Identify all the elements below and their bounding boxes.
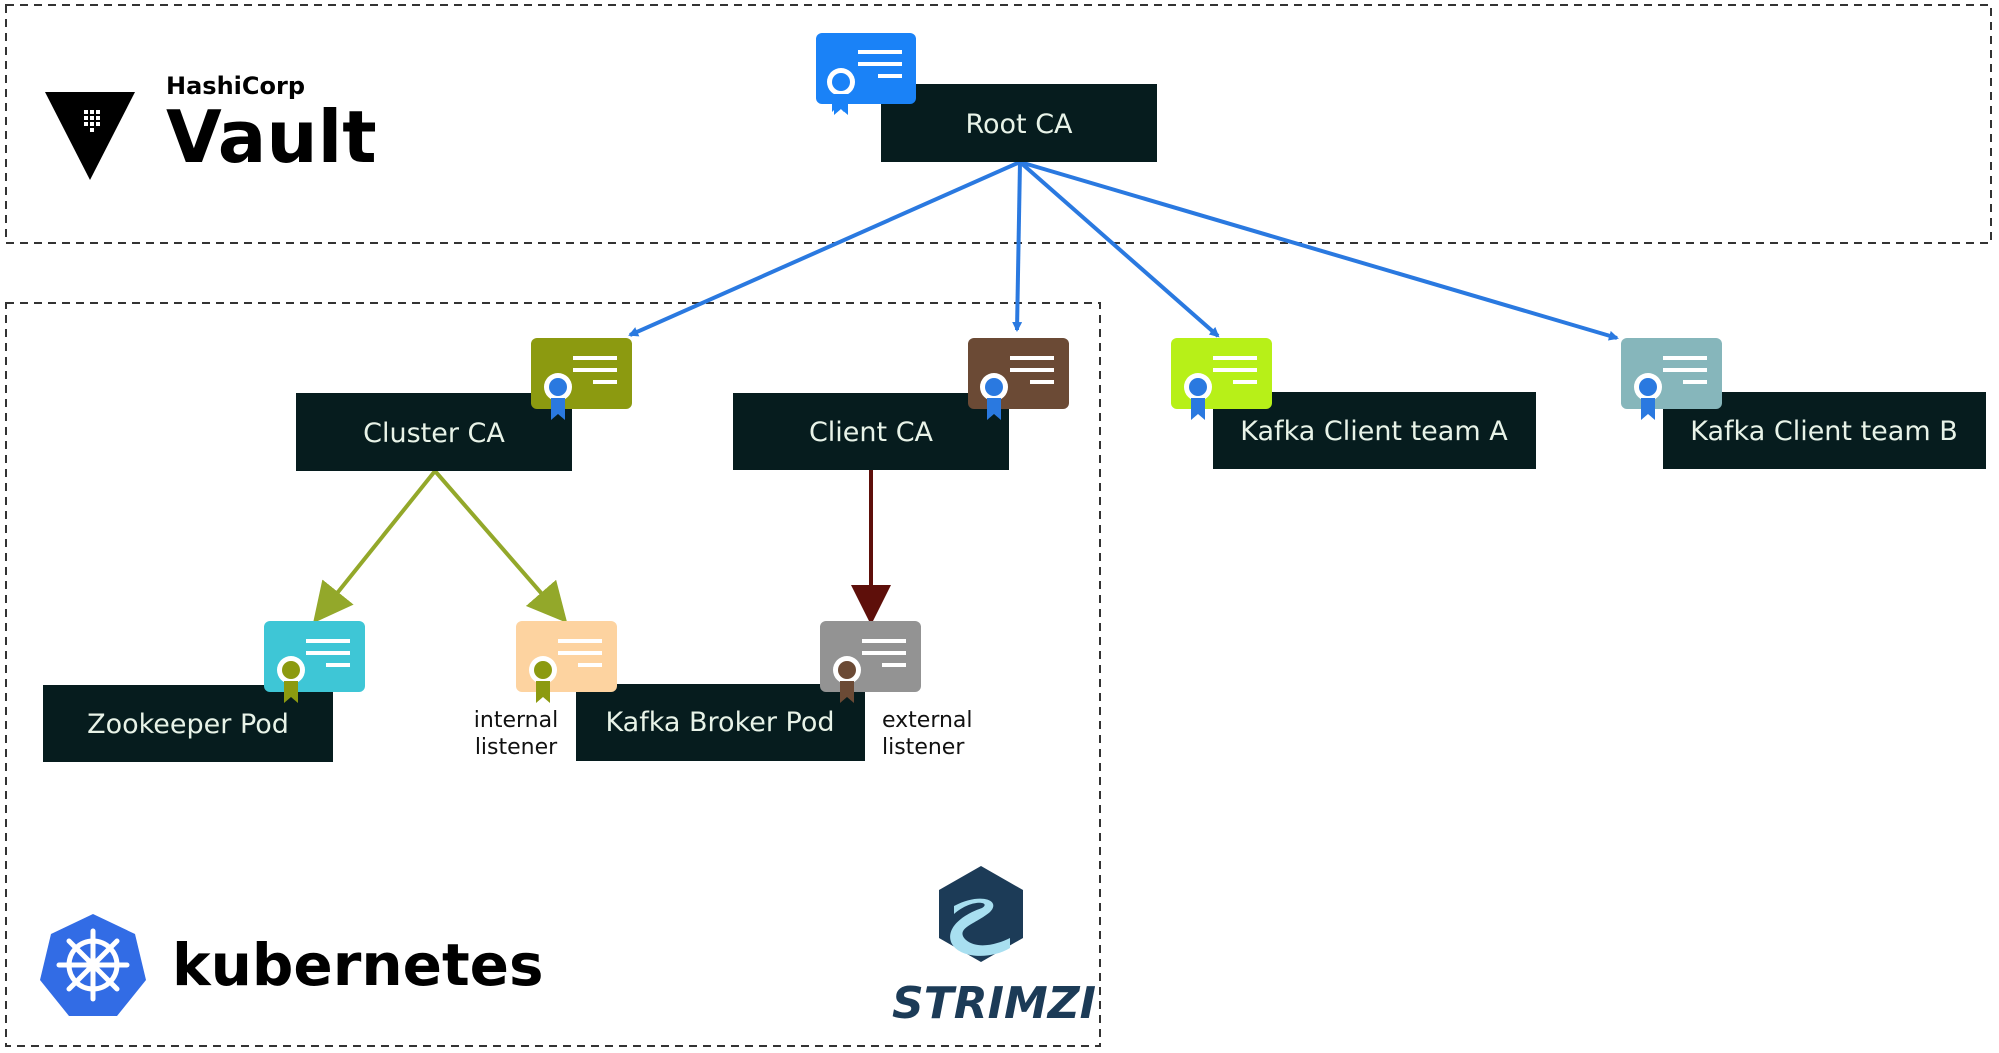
external-listener-line-2: listener	[882, 735, 965, 760]
kubernetes-boundary	[5, 302, 1101, 1047]
node-cluster-ca: Cluster CA	[296, 393, 572, 471]
node-label: Kafka Broker Pod	[605, 707, 834, 738]
internal-listener-label: internal listener	[474, 708, 558, 760]
external-listener-line-1: external	[882, 708, 973, 733]
strimzi-logo: STRIMZI	[892, 866, 1096, 1029]
internal-listener-certificate-icon	[516, 621, 617, 703]
kubernetes-brand: kubernetes	[172, 931, 544, 999]
arrow-root-to-team-b	[1019, 160, 1619, 341]
node-client-ca: Client CA	[733, 393, 1009, 470]
team-a-certificate-icon	[1171, 338, 1272, 420]
cluster-ca-certificate-icon	[531, 338, 632, 420]
vault-brand-large: Vault	[166, 95, 377, 179]
node-label: Zookeeper Pod	[87, 709, 289, 740]
external-listener-certificate-icon	[820, 621, 921, 703]
team-b-certificate-icon	[1621, 338, 1722, 420]
arrows	[312, 160, 1619, 625]
arrow-root-to-cluster	[628, 160, 1021, 337]
node-root-ca: Root CA	[881, 84, 1157, 162]
vault-brand-small: HashiCorp	[166, 72, 305, 100]
vault-logo: HashiCorp Vault	[45, 72, 377, 180]
arrow-root-to-team-a	[1018, 160, 1220, 338]
node-label: Kafka Client team A	[1240, 416, 1508, 447]
root-ca-certificate-icon	[816, 33, 916, 115]
node-label: Kafka Client team B	[1690, 416, 1957, 447]
arrow-cluster-to-internal	[433, 469, 568, 624]
node-label: Client CA	[809, 417, 934, 448]
vault-boundary	[5, 4, 1992, 244]
kubernetes-logo: kubernetes	[40, 914, 544, 1016]
internal-listener-line-1: internal	[474, 708, 558, 733]
client-ca-certificate-icon	[968, 338, 1069, 420]
node-kafka-broker-pod: Kafka Broker Pod	[576, 684, 865, 761]
external-listener-label: external listener	[882, 708, 973, 760]
node-label: Root CA	[965, 109, 1073, 140]
node-label: Cluster CA	[363, 418, 505, 449]
internal-listener-line-2: listener	[475, 735, 558, 760]
zookeeper-certificate-icon	[264, 621, 365, 703]
strimzi-brand: STRIMZI	[892, 978, 1096, 1029]
vault-triangle-icon	[45, 92, 135, 180]
arrow-root-to-client	[1012, 161, 1023, 332]
arrow-cluster-to-zookeeper	[312, 469, 437, 624]
